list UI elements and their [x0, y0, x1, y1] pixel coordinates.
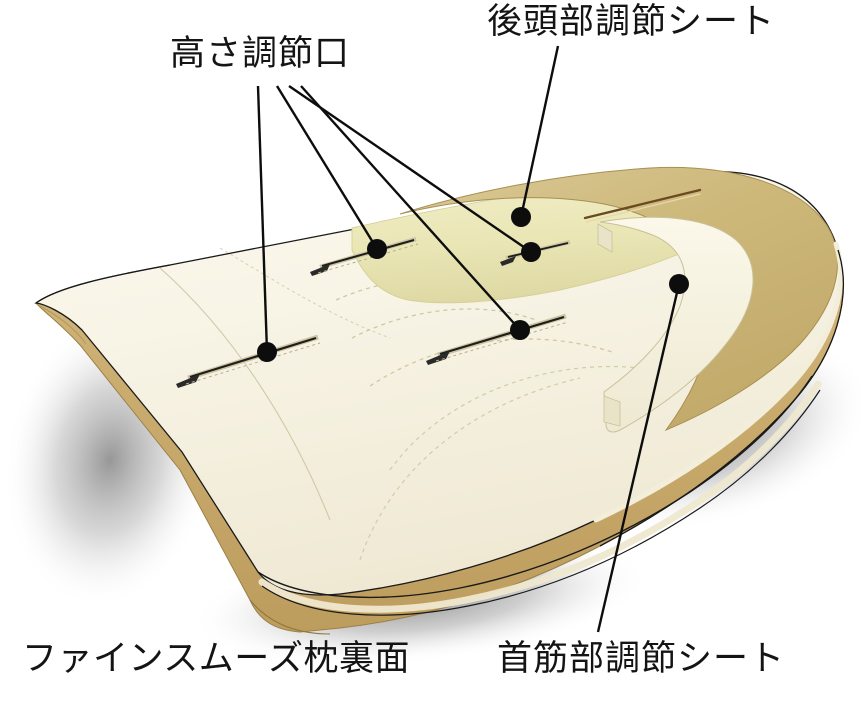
- strip-notch-upper: [597, 223, 613, 253]
- callout-dot-height-2: [367, 239, 387, 259]
- callout-leader-lines: [256, 45, 681, 633]
- label-occipital-adjust-sheet: 後頭部調節シート: [487, 2, 776, 41]
- right-rim-lip: [593, 241, 844, 523]
- strip-notch-lower: [603, 395, 621, 427]
- occipital-raised-sheet: [399, 166, 838, 432]
- top-seam-left: [159, 267, 331, 521]
- zipper-teeth: [439, 315, 565, 356]
- callout-dot-markers: [257, 207, 689, 362]
- raised-sheet-seam-highlight: [585, 193, 701, 223]
- bottom-left-corner: [249, 599, 331, 635]
- raised-sheet-seam: [583, 188, 702, 220]
- leader-line-occipital: [519, 45, 560, 218]
- caption-product-name: ファインスムーズ枕裏面: [22, 639, 411, 678]
- lower-edge-wave-lip: [258, 380, 822, 613]
- zipper-pull-tab: [426, 351, 450, 365]
- lower-edge-wave: [257, 375, 813, 599]
- zipper-lower-left[interactable]: [176, 334, 321, 388]
- left-side-inner-line: [39, 305, 87, 345]
- leader-line-neck: [596, 283, 681, 633]
- callout-dot-height-3: [521, 242, 541, 262]
- label-neck-adjust-sheet: 首筋部調節シート: [497, 639, 786, 678]
- leader-line-height-2: [275, 85, 379, 250]
- zipper-pull-tab: [176, 374, 200, 388]
- quilt-contour-4: [389, 365, 641, 471]
- label-height-adjust-opening: 高さ調節口: [170, 34, 351, 73]
- callout-dot-occipital: [511, 207, 531, 227]
- zipper-lower-right[interactable]: [426, 313, 569, 365]
- zipper-stitch: [185, 342, 321, 385]
- left-corner-edge: [35, 264, 171, 304]
- zipper-pull-tab: [310, 264, 330, 276]
- callout-dot-height-1: [257, 342, 277, 362]
- leader-line-height-4: [300, 85, 521, 331]
- leader-line-height-3: [288, 85, 532, 253]
- leader-line-height-1: [256, 85, 269, 353]
- zipper-stitch: [317, 243, 419, 274]
- lower-edge-wave-outer: [261, 389, 821, 616]
- zipper-stitch: [435, 321, 569, 362]
- neck-support-strip: [599, 216, 754, 433]
- zipper-pull-tab: [500, 256, 516, 266]
- quilt-contour-3: [369, 338, 613, 387]
- zipper-teeth: [189, 336, 317, 379]
- callout-dot-neck: [669, 274, 689, 294]
- pillow-body: [34, 166, 844, 635]
- quilt-contour-2: [351, 308, 537, 339]
- callout-dot-height-4: [510, 320, 530, 340]
